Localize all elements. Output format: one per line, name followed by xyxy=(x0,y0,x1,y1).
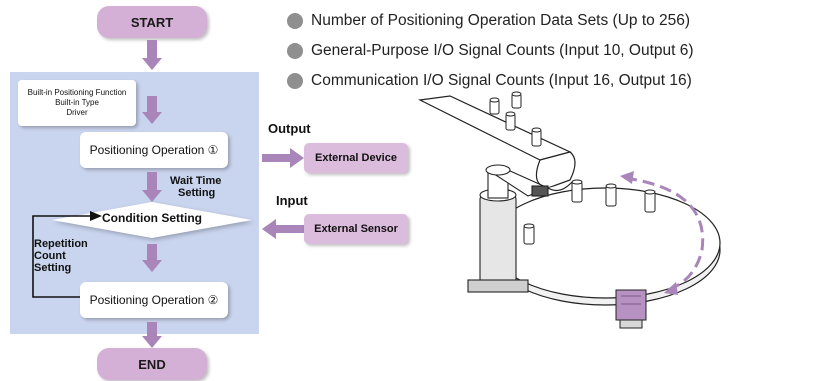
condition-diamond xyxy=(52,202,252,238)
spec-text: Number of Positioning Operation Data Set… xyxy=(311,12,691,29)
end-terminal: END xyxy=(97,348,207,380)
output-label: Output xyxy=(268,121,311,136)
op1-label: Positioning Operation ① xyxy=(89,143,219,157)
repetition-line-3: Setting xyxy=(34,262,72,274)
input-label: Input xyxy=(276,193,308,208)
spec-text: Communication I/O Signal Counts (Input 1… xyxy=(311,72,692,89)
start-terminal: START xyxy=(97,6,207,38)
op2-label: Positioning Operation ② xyxy=(89,293,219,307)
wait-time-label: Wait Time Setting xyxy=(166,175,221,199)
wait-time-line-1: Wait Time xyxy=(170,175,222,187)
repetition-loop-line xyxy=(32,211,102,298)
bullet-icon xyxy=(287,13,303,29)
external-device-box: External Device xyxy=(304,143,408,173)
driver-box: Built-in Positioning Function Built-in T… xyxy=(18,80,136,126)
repetition-line-2: Count xyxy=(34,250,66,262)
spec-item: Number of Positioning Operation Data Set… xyxy=(287,12,690,30)
pick-arm xyxy=(467,164,550,293)
table-motor xyxy=(615,289,647,329)
external-sensor-box: External Sensor xyxy=(304,214,408,244)
start-label: START xyxy=(130,14,174,30)
wait-time-line-2: Setting xyxy=(178,187,216,199)
flow-arrow-icon xyxy=(142,322,162,348)
rotary-table xyxy=(489,187,721,306)
table-parts xyxy=(523,179,656,245)
external-device-label: External Device xyxy=(315,152,397,164)
driver-line-1: Built-in Positioning Function xyxy=(27,88,127,97)
flow-arrow-icon xyxy=(142,96,162,124)
positioning-operation-1: Positioning Operation ① xyxy=(80,132,228,168)
driver-line-3: Driver xyxy=(66,108,88,117)
condition-label: Condition Setting xyxy=(102,211,202,225)
conveyor-parts xyxy=(489,91,542,147)
spec-item: Communication I/O Signal Counts (Input 1… xyxy=(287,72,692,90)
repetition-label: Repetition Count Setting xyxy=(34,238,88,274)
spec-item: General-Purpose I/O Signal Counts (Input… xyxy=(287,42,694,60)
driver-line-2: Built-in Type xyxy=(55,98,99,107)
repetition-line-1: Repetition xyxy=(34,238,88,250)
flow-arrow-icon xyxy=(142,172,162,202)
bullet-icon xyxy=(287,43,303,59)
flow-arrow-icon xyxy=(142,244,162,272)
rotation-arrow-icon xyxy=(624,176,705,292)
bullet-icon xyxy=(287,73,303,89)
input-arrow-icon xyxy=(262,219,304,239)
end-label: END xyxy=(138,356,166,372)
output-arrow-icon xyxy=(262,148,304,168)
flow-arrow-icon xyxy=(142,40,162,70)
external-sensor-label: External Sensor xyxy=(314,223,398,235)
rotary-table-illustration xyxy=(417,91,721,329)
positioning-operation-2: Positioning Operation ② xyxy=(80,282,228,318)
spec-text: General-Purpose I/O Signal Counts (Input… xyxy=(311,42,694,59)
